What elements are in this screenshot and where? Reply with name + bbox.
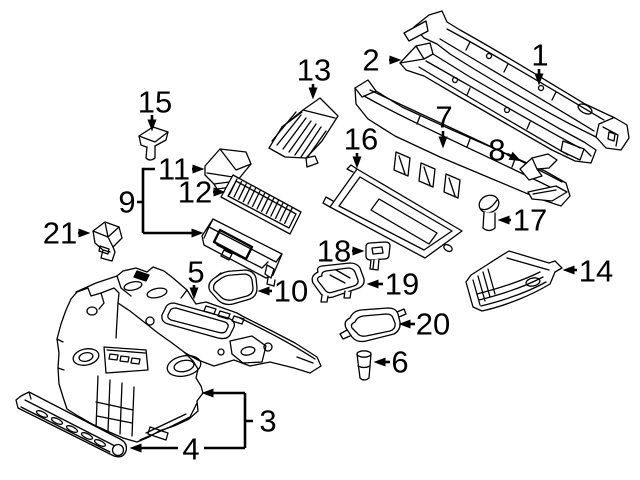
part-1-cowl-top-panel bbox=[403, 10, 630, 151]
callout-11: 11 bbox=[158, 152, 205, 187]
callout-17-number: 17 bbox=[513, 203, 547, 238]
part-17-plug-grommet bbox=[478, 194, 500, 232]
callout-19: 19 bbox=[366, 267, 419, 302]
callout-20-number: 20 bbox=[416, 307, 450, 342]
callout-12-number: 12 bbox=[178, 175, 212, 210]
callout-9-bracket bbox=[137, 167, 155, 233]
callout-5: 5 bbox=[187, 255, 205, 300]
callout-20: 20 bbox=[398, 307, 450, 342]
middle-cowl-bottom-panel bbox=[75, 266, 322, 374]
callout-13-number: 13 bbox=[297, 53, 331, 88]
callout-7-number: 7 bbox=[435, 100, 452, 135]
part-3-dash-panel-assembly bbox=[56, 287, 204, 443]
callout-1: 1 bbox=[531, 38, 549, 86]
callout-18: 18 bbox=[317, 234, 365, 269]
callout-6-number: 6 bbox=[391, 345, 408, 380]
callout-7: 7 bbox=[435, 100, 453, 149]
callout-12: 12 bbox=[178, 175, 226, 210]
callout-8-number: 8 bbox=[488, 133, 505, 168]
part-10-seal bbox=[208, 269, 258, 306]
callout-8-arrow bbox=[506, 151, 522, 162]
callout-16: 16 bbox=[344, 122, 378, 169]
callout-19-number: 19 bbox=[385, 267, 419, 302]
part-16-cowl-cover bbox=[322, 164, 463, 259]
callout-4-number: 4 bbox=[182, 432, 199, 467]
part-21-bracket-clip bbox=[92, 221, 123, 262]
callout-2-number: 2 bbox=[362, 43, 379, 78]
callout-10-number: 10 bbox=[274, 274, 308, 309]
part-8-cowl-bracket bbox=[519, 153, 558, 181]
callout-5-number: 5 bbox=[187, 255, 204, 290]
callout-6: 6 bbox=[373, 345, 409, 380]
callout-15: 15 bbox=[138, 85, 172, 132]
part-2-cowl-panel bbox=[399, 42, 597, 164]
part-12-cabin-air-filter bbox=[220, 174, 302, 235]
callout-3-bracket bbox=[243, 393, 253, 448]
part-13-vent-grille bbox=[268, 97, 339, 168]
callout-4: 4 bbox=[129, 432, 245, 467]
callout-8: 8 bbox=[488, 133, 522, 168]
callout-17: 17 bbox=[497, 203, 547, 238]
callout-10: 10 bbox=[257, 274, 308, 309]
part-18-clip bbox=[365, 241, 391, 271]
part-14-side-trim-panel bbox=[465, 250, 563, 312]
callout-18-number: 18 bbox=[317, 234, 351, 269]
part-6-rubber-stopper bbox=[356, 350, 372, 381]
callout-14-number: 14 bbox=[579, 254, 613, 289]
callout-14: 14 bbox=[562, 254, 613, 289]
callout-9: 9 bbox=[118, 167, 204, 238]
callout-1-number: 1 bbox=[531, 38, 548, 73]
callout-21-number: 21 bbox=[43, 216, 77, 251]
callout-9-number: 9 bbox=[118, 185, 135, 220]
callout-3: 3 bbox=[201, 388, 277, 448]
callout-13: 13 bbox=[297, 53, 331, 100]
callout-3-number: 3 bbox=[259, 404, 276, 439]
callout-21: 21 bbox=[43, 216, 91, 251]
part-4-sill-rail bbox=[15, 391, 128, 458]
part-7-cowl-lower-panel bbox=[354, 79, 571, 207]
callout-16-number: 16 bbox=[344, 122, 378, 157]
part-19-bracket bbox=[311, 262, 365, 303]
callout-15-number: 15 bbox=[138, 85, 172, 120]
part-20-gasket bbox=[339, 307, 407, 343]
callout-11-number: 11 bbox=[158, 152, 190, 187]
part-9-filter-housing bbox=[201, 218, 283, 287]
callout-2: 2 bbox=[362, 43, 402, 78]
